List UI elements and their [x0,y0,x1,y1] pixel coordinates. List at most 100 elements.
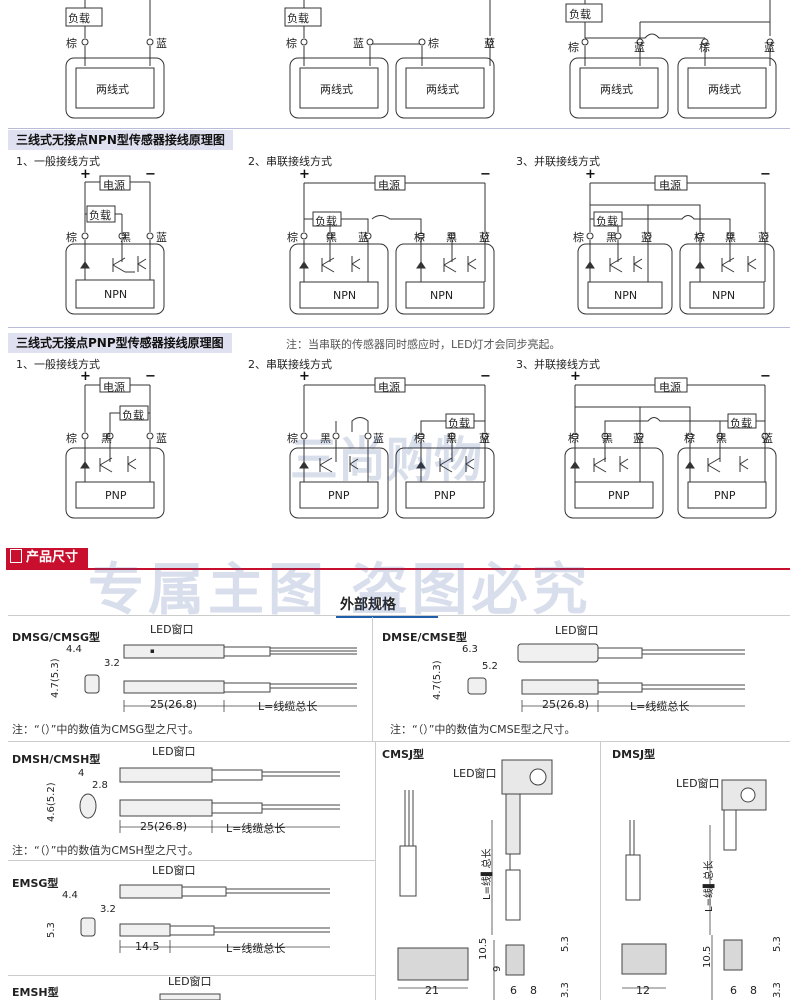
dim-d4: 3.3 [772,982,783,998]
cable-length-vertical: L=线▌总长 [482,848,493,900]
dim-width: 4.4 [62,890,78,901]
npn-method-3: 3、并联接线方式 [516,155,600,168]
two-wire-label: 两线式 [96,83,129,96]
power-label: 电源 [378,179,400,192]
emsg-title: EMSG型 [12,877,59,890]
dim-height: 4.7(5.3) [432,660,443,700]
top-brown-label: 棕 [428,37,439,50]
npn-label: NPN [104,288,128,301]
blue-label: 蓝 [373,432,384,445]
black-label: 黑 [320,432,331,445]
dmsg-note: 注：“（）”中的数值为CMSG型之尺寸。 [12,723,200,736]
product-size-banner: 产品尺寸 [0,545,790,571]
dim-height: 4.7(5.3) [50,658,61,698]
dim-thickness: 5.2 [482,661,498,672]
pnp-method-3: 3、并联接线方式 [516,358,600,371]
dim-thickness: 3.2 [100,904,116,915]
brown-label: 棕 [66,231,77,244]
spec-heading-underline [336,615,438,618]
svg-text:+: + [585,167,596,182]
black-label: 黑 [725,231,736,244]
blue-label: 蓝 [633,432,644,445]
blue-label: 蓝 [358,231,369,244]
power-label: 电源 [378,381,400,394]
dim-d3: 5.3 [560,936,571,952]
two-wire-label: 两线式 [426,83,459,96]
brown-label: 棕 [414,432,425,445]
led-window-label: LED窗口 [168,975,212,988]
top-brown-label: 棕 [699,41,710,54]
two-wire-label: 两线式 [708,83,741,96]
divider [8,128,790,129]
dim-w3: 8 [750,984,757,997]
dim-d4: 3.3 [560,982,571,998]
black-label: 黑 [446,231,457,244]
brown-label: 棕 [694,231,705,244]
dim-w1: 21 [425,984,439,997]
top-brown-label: 棕 [66,37,77,50]
cable-length-vertical: L=线▌总长 [704,860,715,912]
top-brown-label: 棕 [286,37,297,50]
top-brown-label: 棕 [568,41,579,54]
emsh-title: EMSH型 [12,986,59,999]
dim-d1: 10.5 [478,937,489,960]
pnp-label: PNP [608,489,630,502]
svg-text:−: − [480,167,491,182]
black-label: 黑 [326,231,337,244]
dim-d2: 9 [492,965,503,972]
blue-label: 蓝 [479,432,490,445]
load-label: 负载 [89,209,111,222]
load-label: 负载 [596,215,618,228]
black-label: 黑 [602,432,613,445]
cable-length-label: L=线缆总长 [226,822,286,835]
svg-text:−: − [760,167,771,182]
power-label: 电源 [659,381,681,394]
brown-label: 棕 [287,231,298,244]
cable-length-label: L=线缆总长 [630,700,690,713]
dim-width: 4.4 [66,644,82,655]
top-blue-label: 蓝 [484,37,495,50]
npn-section-title: 三线式无接点NPN型传感器接线原理图 [8,130,233,150]
cable-length-label: L=线缆总长 [258,700,318,713]
npn-method-2: 2、串联接线方式 [248,155,332,168]
led-window-label: LED窗口 [150,623,194,636]
black-label: 黑 [101,432,112,445]
black-label: 黑 [446,432,457,445]
dim-d1: 10.5 [702,945,713,968]
dim-length: 25(26.8) [542,698,590,711]
two-wire-label: 两线式 [600,83,633,96]
dim-w1: 12 [636,984,650,997]
dim-height: 4.6(5.2) [46,782,57,822]
dim-length: 14.5 [135,940,160,953]
blue-label: 蓝 [758,231,769,244]
top-load-label: 负载 [569,8,591,21]
dim-d3: 5.3 [772,936,783,952]
dmse-note: 注：“（）”中的数值为CMSE型之尺寸。 [390,723,576,736]
led-window-label: LED窗口 [676,777,720,790]
npn-label: NPN [614,289,638,302]
blue-label: 蓝 [762,432,773,445]
brown-label: 棕 [66,432,77,445]
pnp-label: PNP [714,489,736,502]
blue-label: 蓝 [156,231,167,244]
brown-label: 棕 [573,231,584,244]
npn-method-1: 1、一般接线方式 [16,155,100,168]
svg-text:−: − [480,369,491,384]
dim-length: 25(26.8) [150,698,198,711]
dim-height: 5.3 [46,922,57,938]
dim-w2: 6 [730,984,737,997]
svg-text:−: − [145,369,156,384]
top-blue-label: 蓝 [764,41,775,54]
pnp-method-1: 1、一般接线方式 [16,358,100,371]
divider [8,327,790,328]
product-size-label: 产品尺寸 [6,548,89,568]
top-load-label: 负载 [68,12,90,25]
pnp-label: PNP [105,489,127,502]
npn-label: NPN [712,289,736,302]
top-load-label: 负载 [287,12,309,25]
black-label: 黑 [120,231,131,244]
npn-label: NPN [430,289,454,302]
document-icon [10,549,22,563]
svg-text:−: − [145,167,156,182]
led-window-label: LED窗口 [152,745,196,758]
